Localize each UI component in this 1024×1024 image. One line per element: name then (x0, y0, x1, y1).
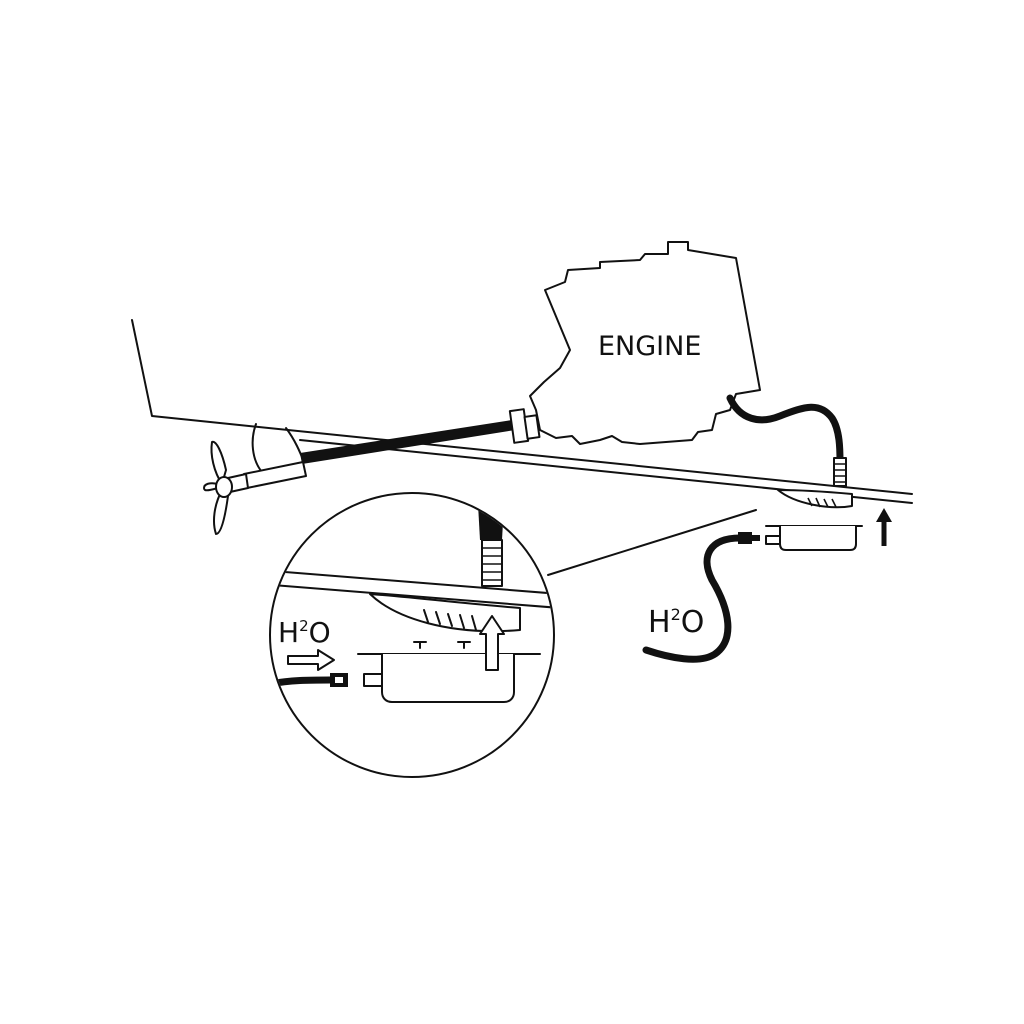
svg-text:H2O: H2O (648, 605, 704, 640)
hull-scoop (777, 489, 853, 509)
engine-label: ENGINE (598, 331, 701, 362)
water-intake-hose (642, 532, 760, 663)
propeller-shaft (227, 420, 515, 493)
water-label-detail: H2O (278, 616, 331, 649)
exhaust-hose (726, 394, 847, 487)
water-label-main: H2O (648, 605, 704, 640)
propeller (203, 440, 233, 535)
detail-callout: H2O (269, 492, 555, 778)
leader-line (547, 509, 757, 576)
engine-block: ENGINE (508, 241, 761, 445)
strainer-pan (765, 525, 863, 551)
flow-up-arrow-icon (876, 508, 892, 546)
